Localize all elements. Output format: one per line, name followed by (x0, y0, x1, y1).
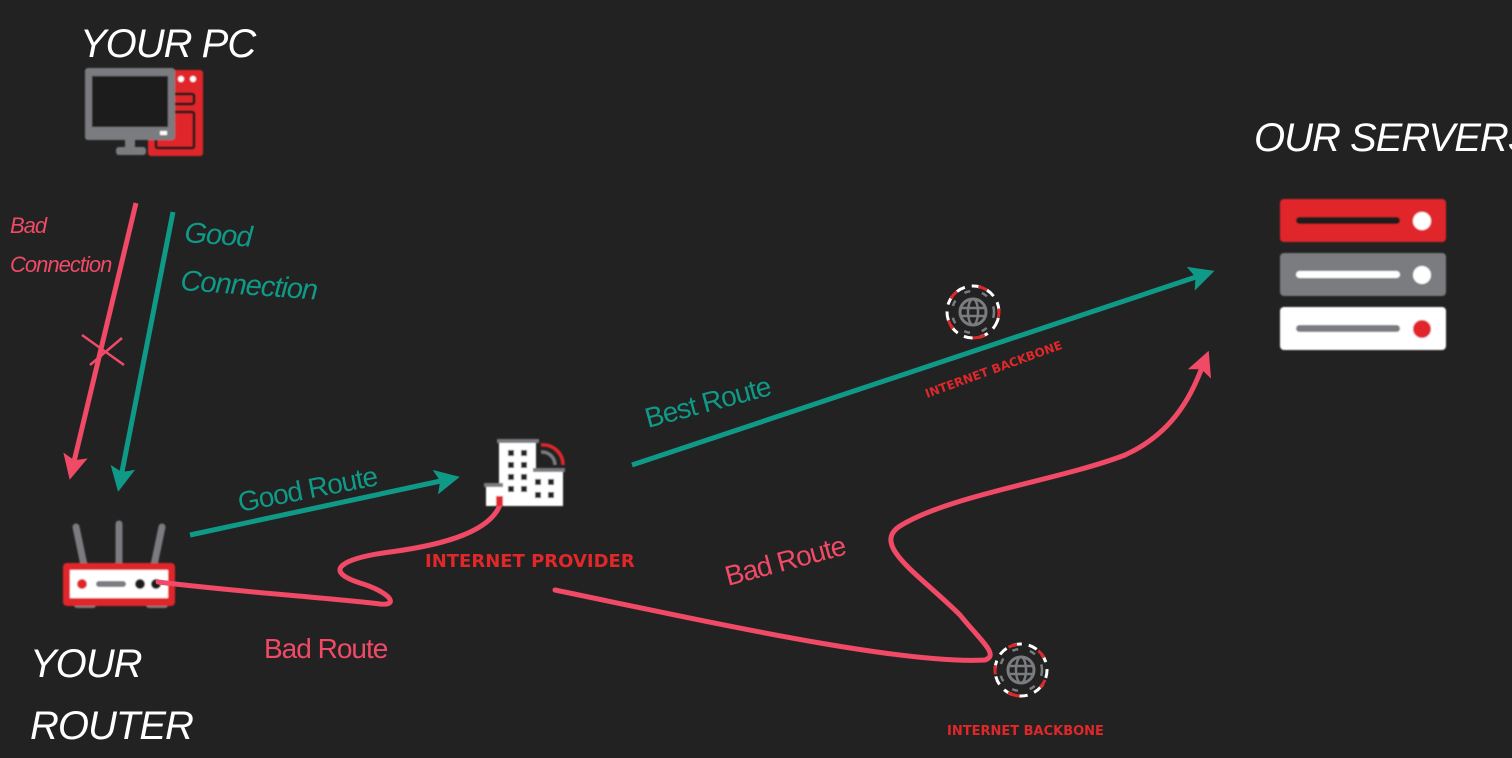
bad-route-label-2: Bad Route (722, 530, 850, 592)
best-route-arrow (631, 266, 1215, 468)
bad-connection-label-line2: Connection (10, 252, 112, 277)
bad-route-path-2 (552, 350, 1212, 663)
bad-route-path-1 (155, 502, 503, 607)
desktop-computer-icon (85, 68, 203, 156)
server-rack-icon (1280, 199, 1446, 350)
good-connection-label-line1: Good (184, 217, 255, 254)
backbone-bottom-label: INTERNET BACKBONE (947, 724, 1104, 739)
router-title-line1: YOUR (30, 642, 142, 686)
bad-route-label-1: Bad Route (264, 633, 388, 664)
building-antenna-icon (484, 439, 565, 506)
wifi-router-icon (63, 520, 175, 608)
good-route-arrow (189, 469, 460, 538)
router-title-line2: ROUTER (30, 704, 193, 748)
bad-connection-label-line1: Bad (10, 213, 48, 238)
provider-label: INTERNET PROVIDER (425, 551, 635, 572)
pc-title: YOUR PC (80, 22, 257, 66)
good-connection-label-line2: Connection (180, 265, 319, 306)
globe-icon (993, 642, 1049, 698)
servers-title: OUR SERVERS (1254, 116, 1512, 160)
good-connection-arrow (110, 211, 176, 492)
blocked-x-icon (81, 333, 125, 367)
globe-icon (945, 284, 1001, 340)
bad-connection-arrow (63, 202, 139, 480)
backbone-top-label: INTERNET BACKBONE (923, 338, 1064, 401)
